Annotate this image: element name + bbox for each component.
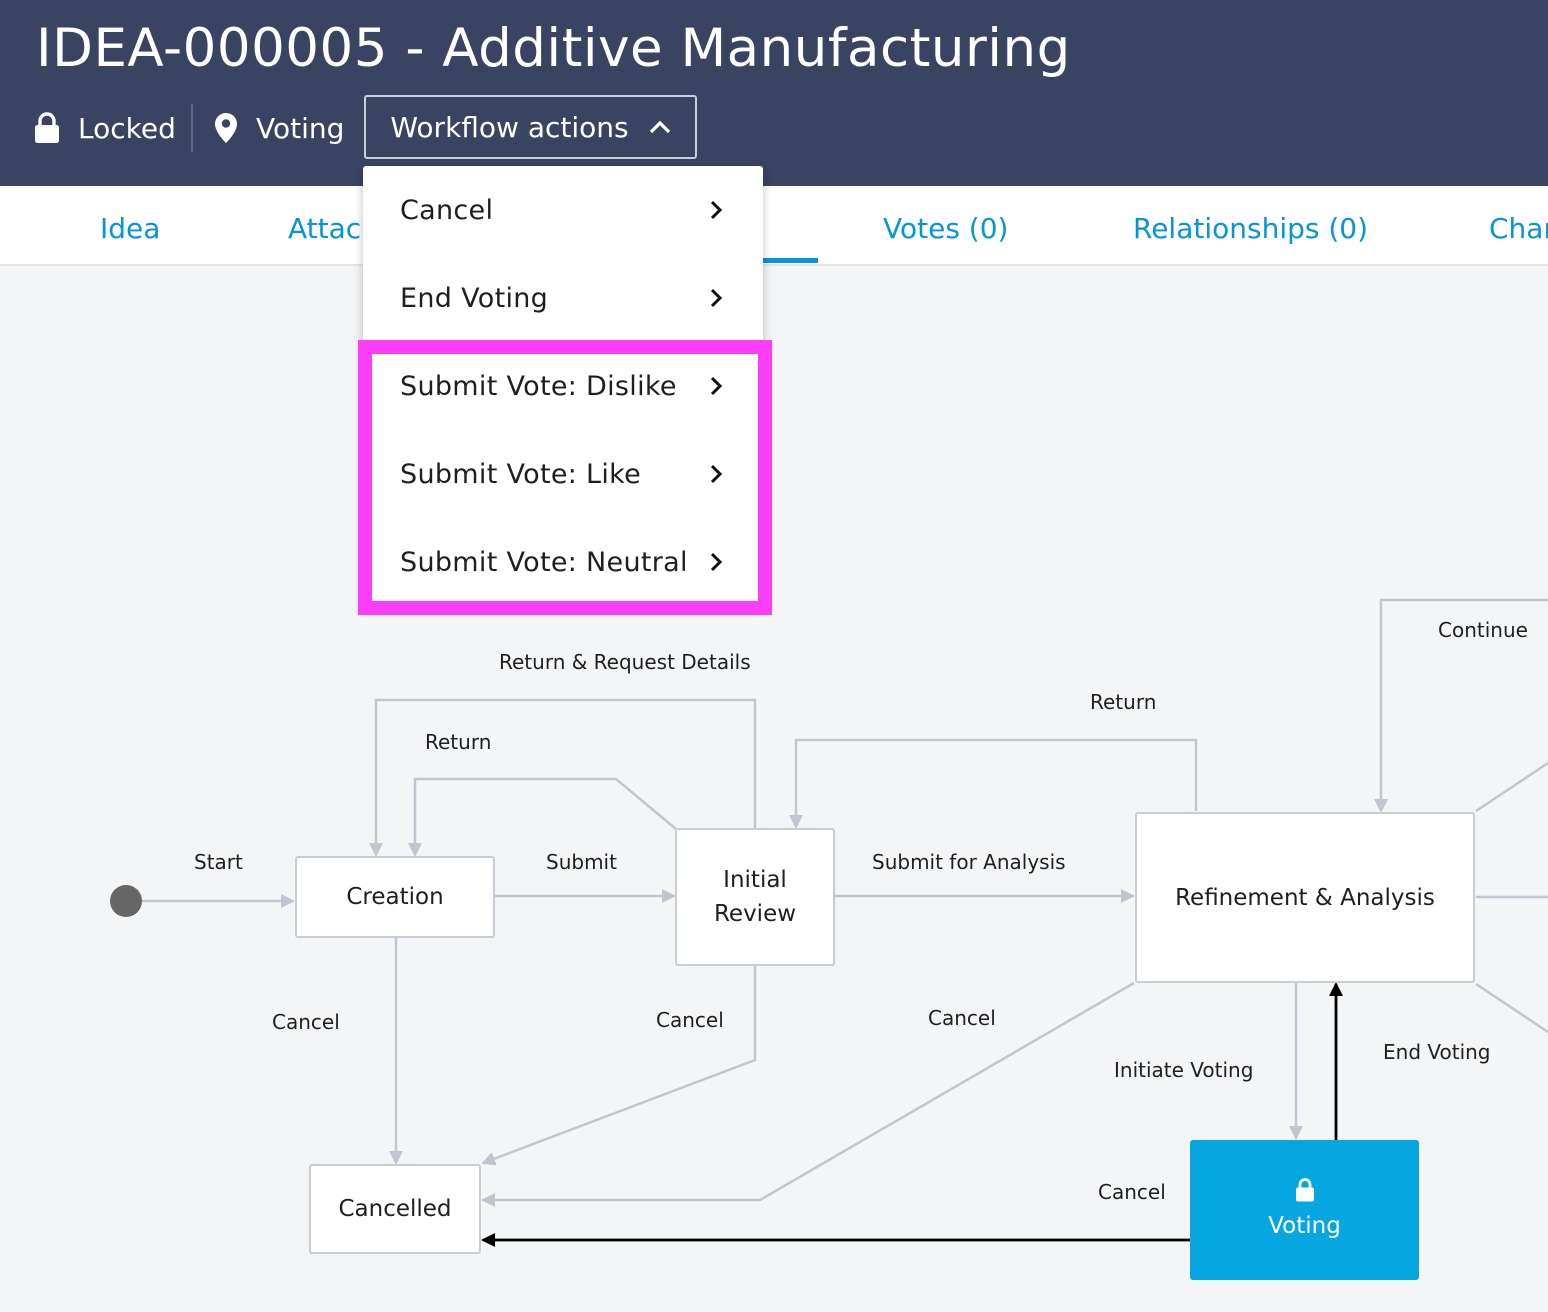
menu-item-submit-vote-like[interactable]: Submit Vote: Like xyxy=(363,430,763,518)
menu-item-end-voting[interactable]: End Voting xyxy=(363,254,763,342)
lock-status: Locked xyxy=(34,108,176,148)
edge-return-initial xyxy=(408,777,677,857)
workflow-actions-label: Workflow actions xyxy=(390,110,629,144)
tab-idea[interactable]: Idea xyxy=(100,212,161,245)
chevron-right-icon xyxy=(710,288,723,308)
edge-label-end-voting: End Voting xyxy=(1383,1040,1491,1064)
node-creation-label: Creation xyxy=(346,884,444,910)
node-initial-review-line1: Initial xyxy=(723,867,787,893)
edge-label-cancel-creation: Cancel xyxy=(272,1010,340,1034)
menu-item-label: Submit Vote: Like xyxy=(400,458,642,490)
workflow-actions-button[interactable]: Workflow actions xyxy=(364,95,697,159)
chevron-right-icon xyxy=(710,376,723,396)
node-initial-review[interactable]: Initial Review xyxy=(675,828,835,966)
page-header: IDEA-000005 - Additive Manufacturing Loc… xyxy=(0,0,1548,186)
edge-cancel-review xyxy=(481,965,757,1166)
edge-label-start: Start xyxy=(194,850,243,874)
node-initial-review-line2: Review xyxy=(713,901,797,927)
node-voting[interactable]: Voting xyxy=(1190,1140,1419,1280)
chevron-up-icon xyxy=(649,120,670,134)
menu-item-label: Submit Vote: Dislike xyxy=(400,370,677,402)
edge-label-submit: Submit xyxy=(546,850,617,874)
chevron-right-icon xyxy=(710,552,723,572)
location-pin-icon xyxy=(215,113,237,143)
node-voting-label: Voting xyxy=(1268,1213,1341,1239)
menu-item-label: Submit Vote: Neutral xyxy=(400,546,688,578)
state-indicator: Voting xyxy=(214,108,344,148)
lock-status-label: Locked xyxy=(78,111,176,145)
edge-label-continue: Continue xyxy=(1438,618,1528,642)
active-tab-indicator xyxy=(762,258,818,263)
node-creation[interactable]: Creation xyxy=(295,856,495,938)
start-node xyxy=(110,885,142,917)
edge-label-return-request-details: Return & Request Details xyxy=(499,650,751,674)
node-refinement-label: Refinement & Analysis xyxy=(1175,884,1435,911)
chevron-right-icon xyxy=(710,200,723,220)
edge-label-initiate-voting: Initiate Voting xyxy=(1114,1058,1254,1082)
menu-item-label: Cancel xyxy=(400,194,494,226)
lock-icon xyxy=(1295,1178,1314,1202)
node-cancelled[interactable]: Cancelled xyxy=(309,1164,481,1254)
node-refinement-analysis[interactable]: Refinement & Analysis xyxy=(1135,812,1475,983)
chevron-right-icon xyxy=(710,464,723,484)
tab-bar: Idea Attach Votes (0) Relationships (0) … xyxy=(0,186,1548,266)
tab-change-log[interactable]: Char xyxy=(1489,212,1548,245)
workflow-actions-menu: Cancel End Voting Submit Vote: Dislike S… xyxy=(363,166,763,606)
edge-label-return: Return xyxy=(425,730,492,754)
tab-relationships[interactable]: Relationships (0) xyxy=(1133,212,1369,245)
workflow-diagram xyxy=(142,598,1548,1247)
edge-label-cancel-review: Cancel xyxy=(656,1008,724,1032)
menu-item-submit-vote-neutral[interactable]: Submit Vote: Neutral xyxy=(363,518,763,606)
tab-votes[interactable]: Votes (0) xyxy=(883,212,1009,245)
menu-item-cancel[interactable]: Cancel xyxy=(363,166,763,254)
edge-label-cancel-refinement: Cancel xyxy=(928,1006,996,1030)
edge-return-refinement xyxy=(789,738,1198,829)
menu-item-submit-vote-dislike[interactable]: Submit Vote: Dislike xyxy=(363,342,763,430)
lock-icon xyxy=(35,112,59,143)
menu-item-label: End Voting xyxy=(400,282,549,314)
edge-return-request-details xyxy=(369,698,757,857)
header-divider xyxy=(191,104,193,152)
edge-label-submit-for-analysis: Submit for Analysis xyxy=(872,850,1066,874)
edge-cancel-refinement xyxy=(481,981,1135,1207)
page-title: IDEA-000005 - Additive Manufacturing xyxy=(36,18,1071,79)
edge-label-return-refinement: Return xyxy=(1090,690,1157,714)
node-cancelled-label: Cancelled xyxy=(338,1196,452,1222)
edge-continue xyxy=(1374,598,1548,813)
vote-options-highlight xyxy=(358,340,772,615)
edge-offscreen-1 xyxy=(1475,761,1548,813)
edge-offscreen-3 xyxy=(1475,982,1548,1034)
state-label: Voting xyxy=(256,111,345,145)
edge-label-cancel-voting: Cancel xyxy=(1098,1180,1166,1204)
